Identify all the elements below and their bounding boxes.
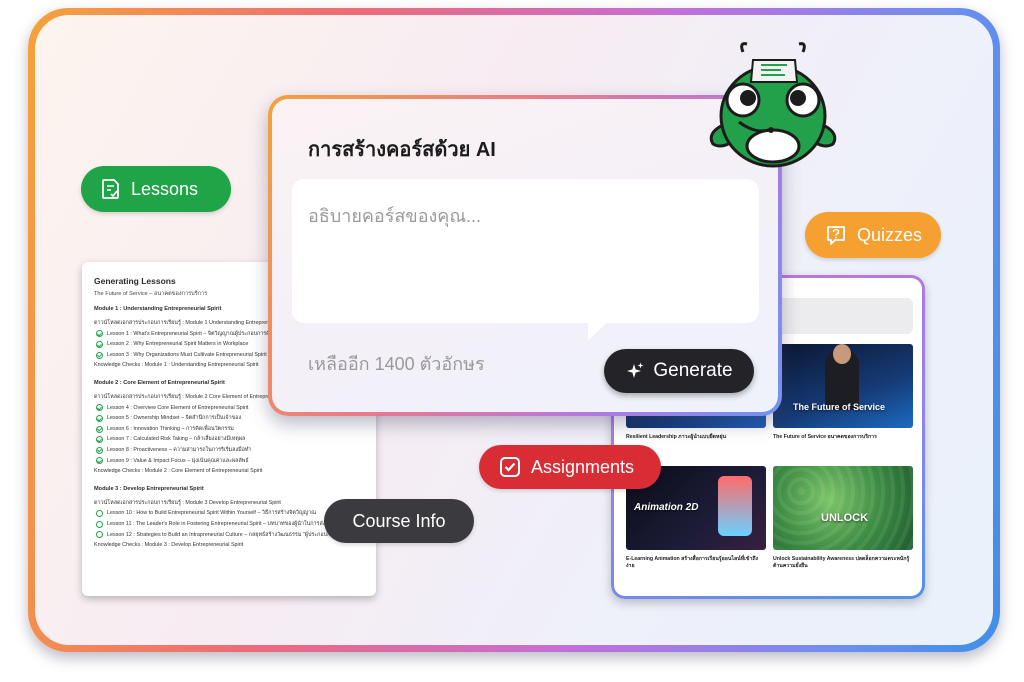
- check-circle-icon: [96, 340, 103, 348]
- lessons-document: Generating Lessons The Future of Service…: [82, 262, 376, 596]
- lesson-item[interactable]: Lesson 3 : Why Organizations Must Cultiv…: [94, 350, 364, 361]
- character-art: [718, 476, 752, 536]
- lesson-item[interactable]: Lesson 6 : Innovation Thinking – การคิดเ…: [94, 424, 364, 435]
- module-title: Module 2 : Core Element of Entrepreneuri…: [94, 379, 225, 386]
- lesson-label: Lesson 11 : The Leader's Role in Fosteri…: [107, 520, 337, 527]
- lesson-item[interactable]: Lesson 11 : The Leader's Role in Fosteri…: [94, 519, 364, 530]
- checkbox-icon: [500, 457, 520, 477]
- check-circle-icon: [96, 404, 103, 412]
- sparkle-icon: [627, 362, 644, 378]
- thumb-title: The Future of Service: [793, 402, 886, 412]
- doc-subtitle: The Future of Service – อนาคตของการบริกา…: [94, 291, 208, 297]
- course-thumbnail[interactable]: UNLOCK: [773, 466, 913, 550]
- module-3: Module 3 : Develop Entrepreneurial Spiri…: [94, 486, 364, 551]
- ai-dialog-title: การสร้างคอร์สด้วย AI: [308, 139, 496, 161]
- lesson-label: Lesson 5 : Ownership Mindset – จิตสำนึกก…: [107, 415, 242, 422]
- pending-circle-icon: [96, 531, 103, 539]
- check-circle-icon: [96, 425, 103, 433]
- doc-title: Generating Lessons: [94, 276, 176, 286]
- presenter-head: [833, 344, 851, 364]
- lesson-item[interactable]: Lesson 12 : Strategies to Build an Intra…: [94, 530, 364, 541]
- lesson-label: Lesson 1 : What's Entrepreneurial Spirit…: [107, 330, 285, 337]
- lesson-item[interactable]: Lesson 2 : Why Entrepreneurial Spirit Ma…: [94, 339, 364, 350]
- lesson-label: Lesson 8 : Proactiveness – ความสามารถในก…: [107, 446, 252, 453]
- ai-course-dialog: การสร้างคอร์สด้วย AI อธิบายคอร์สของคุณ..…: [268, 95, 782, 416]
- lesson-item[interactable]: Lesson 10 : How to Build Entrepreneurial…: [94, 508, 364, 519]
- module-download[interactable]: ดาวน์โหลดเอกสารประกอบการเรียนรู้ : Modul…: [94, 320, 297, 326]
- course-info-pill[interactable]: Course Info: [324, 499, 474, 543]
- lesson-label: Lesson 6 : Innovation Thinking – การคิดเ…: [107, 425, 234, 432]
- course-caption[interactable]: E-Learning Animation สร้างสื่อการเรียนรู…: [626, 556, 759, 569]
- quizzes-label: Quizzes: [857, 224, 923, 245]
- lesson-label: Lesson 3 : Why Organizations Must Cultiv…: [107, 351, 267, 358]
- module-download[interactable]: ดาวน์โหลดเอกสารประกอบการเรียนรู้ : Modul…: [94, 393, 301, 400]
- check-circle-icon: [96, 436, 103, 444]
- quizzes-pill[interactable]: Quizzes: [805, 212, 941, 258]
- lesson-label: Lesson 4 : Overview Core Element of Entr…: [107, 404, 249, 411]
- input-placeholder: อธิบายคอร์สของคุณ...: [308, 206, 482, 226]
- character-counter: เหลืออีก 1400 ตัวอักษร: [308, 354, 485, 374]
- course-caption[interactable]: Unlock Sustainability Awareness ปลดล็อกค…: [773, 556, 910, 569]
- lesson-item[interactable]: Lesson 8 : Proactiveness – ความสามารถในก…: [94, 445, 364, 456]
- course-description-input[interactable]: อธิบายคอร์สของคุณ...: [292, 179, 759, 323]
- lesson-label: Lesson 12 : Strategies to Build an Intra…: [107, 531, 339, 538]
- course-caption[interactable]: The Future of Service อนาคตของการบริการ: [773, 434, 877, 440]
- forest-texture: [773, 466, 913, 550]
- pending-circle-icon: [96, 510, 103, 518]
- check-circle-icon: [96, 351, 103, 359]
- lessons-label: Lessons: [131, 178, 199, 199]
- module-title: Module 3 : Develop Entrepreneurial Spiri…: [94, 485, 204, 492]
- course-thumbnail[interactable]: Animation 2D: [626, 466, 766, 550]
- lesson-item[interactable]: Lesson 4 : Overview Core Element of Entr…: [94, 403, 364, 414]
- generate-button[interactable]: Generate: [604, 349, 754, 393]
- course-info-label: Course Info: [352, 510, 446, 531]
- lesson-item[interactable]: Lesson 7 : Calculated Risk Taking – กล้า…: [94, 434, 364, 445]
- assignments-label: Assignments: [531, 456, 635, 477]
- course-thumbnail[interactable]: The Future of Service: [773, 344, 913, 428]
- ai-dialog-body: การสร้างคอร์สด้วย AI อธิบายคอร์สของคุณ..…: [272, 99, 778, 412]
- assignments-pill[interactable]: Assignments: [479, 445, 661, 489]
- check-circle-icon: [96, 414, 103, 422]
- lesson-label: Lesson 10 : How to Build Entrepreneurial…: [107, 510, 317, 517]
- lesson-label: Lesson 2 : Why Entrepreneurial Spirit Ma…: [107, 341, 249, 348]
- module-2: Module 2 : Core Element of Entrepreneuri…: [94, 380, 364, 477]
- pending-circle-icon: [96, 520, 103, 528]
- lesson-label: Lesson 7 : Calculated Risk Taking – กล้า…: [107, 436, 246, 443]
- knowledge-check[interactable]: Knowledge Checks : Module 2 : Core Eleme…: [94, 468, 263, 475]
- thumb-title: Animation 2D: [634, 502, 699, 513]
- check-circle-icon: [96, 446, 103, 454]
- document-check-icon: [102, 179, 119, 199]
- course-caption[interactable]: Resilient Leadership ภาวะผู้นำแบบยืดหยุ่…: [626, 434, 727, 440]
- knowledge-check[interactable]: Knowledge Checks : Module 3 : Develop En…: [94, 542, 244, 549]
- knowledge-check[interactable]: Knowledge Checks : Module 1 : Understand…: [94, 362, 259, 369]
- lesson-label: Lesson 9 : Value & Impact Focus – มุ่งเน…: [107, 457, 249, 464]
- lesson-item[interactable]: Lesson 1 : What's Entrepreneurial Spirit…: [94, 329, 364, 340]
- lessons-pill[interactable]: Lessons: [81, 166, 231, 212]
- lesson-item[interactable]: Lesson 5 : Ownership Mindset – จิตสำนึกก…: [94, 413, 364, 424]
- generate-label: Generate: [653, 360, 733, 381]
- module-1: Module 1 : Understanding Entrepreneurial…: [94, 306, 364, 371]
- check-circle-icon: [96, 457, 103, 465]
- check-circle-icon: [96, 330, 103, 338]
- module-download[interactable]: ดาวน์โหลดเอกสารประกอบการเรียนรู้ : Modul…: [94, 499, 281, 506]
- question-bubble-icon: [827, 226, 845, 245]
- lesson-item[interactable]: Lesson 9 : Value & Impact Focus – มุ่งเน…: [94, 456, 364, 467]
- module-title: Module 1 : Understanding Entrepreneurial…: [94, 306, 222, 312]
- frog-mascot-icon: [709, 42, 837, 168]
- thumb-title: UNLOCK: [821, 512, 869, 524]
